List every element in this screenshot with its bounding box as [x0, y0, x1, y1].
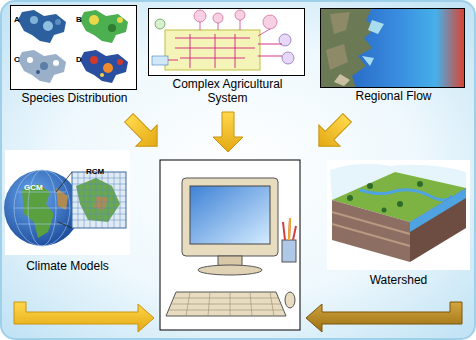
label-holder: RCM [86, 160, 104, 178]
agricultural-system-chart [148, 8, 305, 76]
panel-caption: Watershed [339, 273, 459, 287]
image-panel: Watershed [327, 160, 470, 270]
map-letter: B [76, 15, 82, 24]
image-panel: Species Distribution [10, 5, 137, 90]
map-letter: A [14, 15, 20, 24]
species-maps [10, 5, 137, 90]
image-panel: Complex Agricultural System [148, 8, 305, 76]
panel-caption: Complex Agricultural System [165, 77, 290, 105]
climate-model-globe [4, 150, 130, 255]
panel-caption: Climate Models [8, 259, 128, 273]
label-holder: GCM [24, 176, 43, 194]
map-letter: D [76, 55, 82, 64]
computer-icon [160, 160, 300, 330]
panel-caption: Species Distribution [5, 91, 145, 105]
image-panel: Regional Flow [320, 8, 465, 88]
label-holder: B [76, 8, 82, 26]
label-holder: D [76, 48, 82, 66]
regional-flow-map [320, 8, 465, 88]
flow-arrows [14, 107, 462, 332]
label-holder: A [14, 8, 20, 26]
model-label: RCM [86, 167, 104, 176]
model-label: GCM [24, 183, 43, 192]
map-letter: C [14, 55, 20, 64]
image-panel: Climate Models [5, 150, 130, 255]
watershed-block [327, 160, 470, 270]
panel-caption: Regional Flow [334, 89, 454, 103]
label-holder: C [14, 48, 20, 66]
